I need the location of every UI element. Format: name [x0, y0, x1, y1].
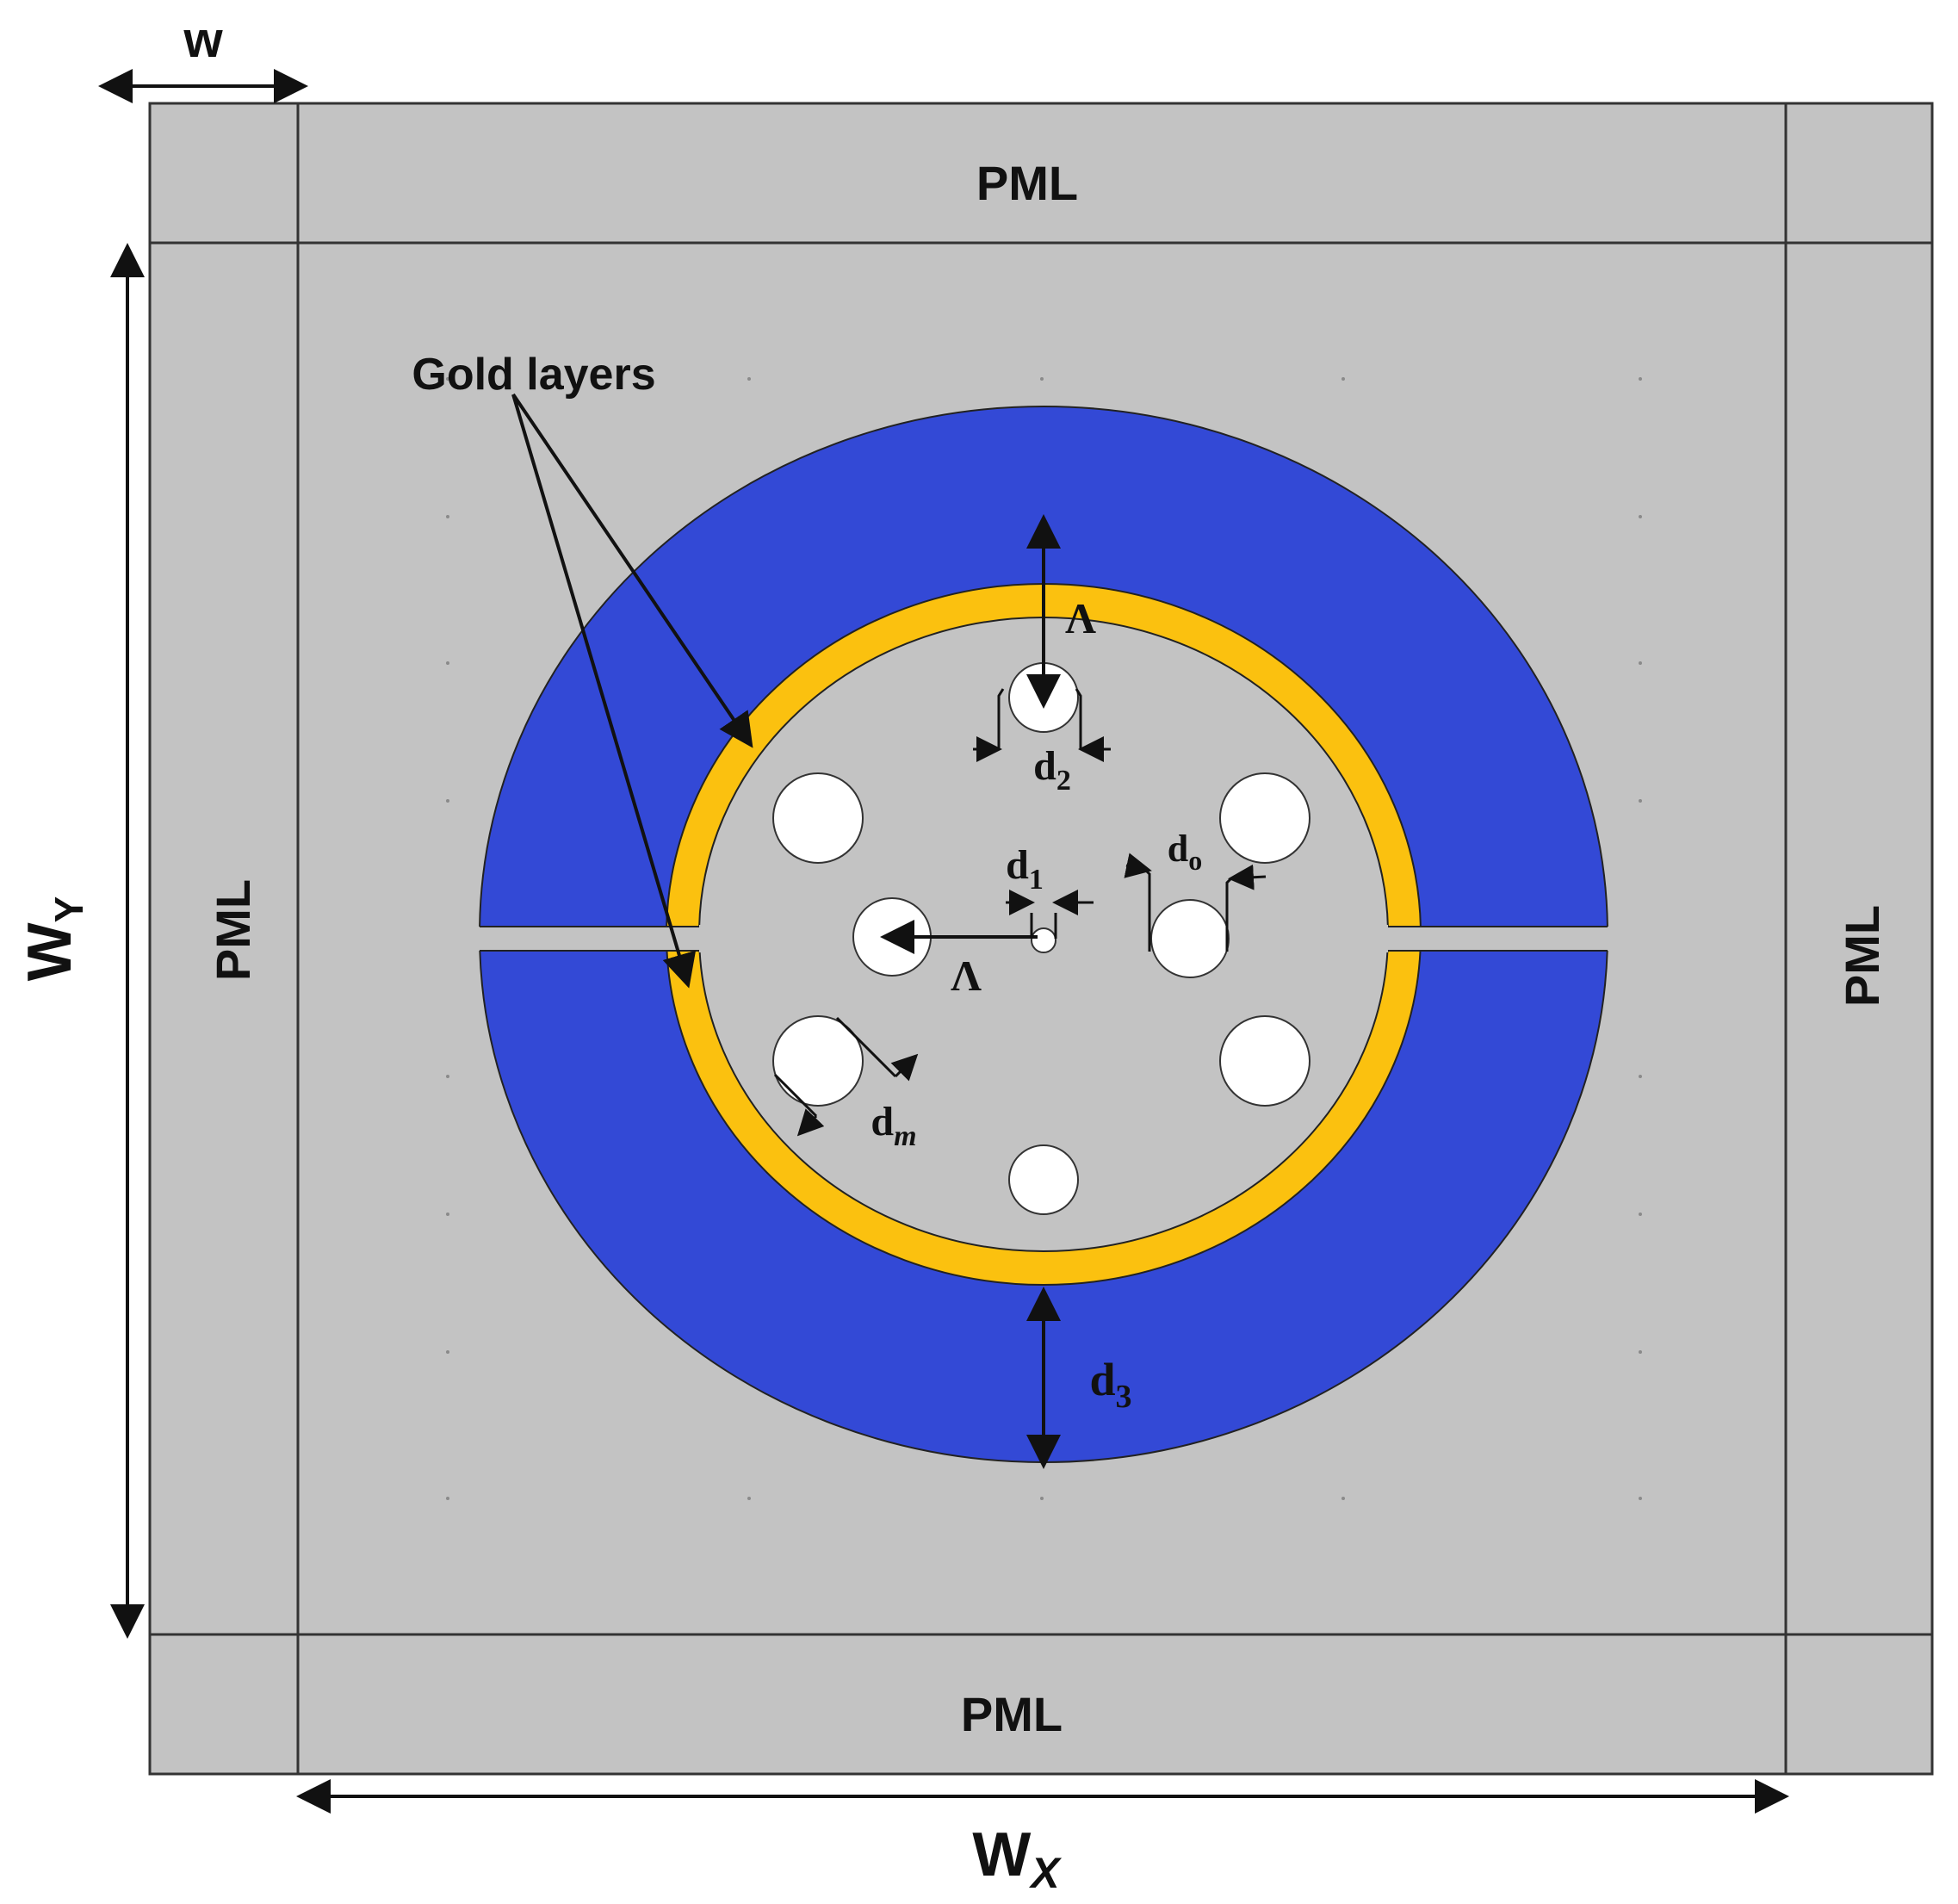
d1-sub: 1: [1029, 864, 1044, 896]
dm-bracket: [773, 1016, 919, 1137]
air-hole-upper-right: [1219, 772, 1310, 864]
d3-label: d3: [1089, 1354, 1131, 1415]
do-main: d: [1168, 828, 1188, 870]
air-hole-center: [1031, 927, 1056, 953]
lambda-top-label: Λ: [1065, 594, 1096, 642]
d2-main: d: [1033, 743, 1056, 789]
do-sub: o: [1188, 845, 1202, 876]
do-bracket: [1124, 853, 1267, 952]
pml-top-label: PML: [976, 156, 1078, 210]
wy-sub: Y: [46, 896, 91, 923]
dm-label: dm: [871, 1099, 916, 1152]
d2-bracket: [973, 688, 1111, 762]
dimension-arrows: [98, 69, 1789, 1814]
wy-label: WY: [15, 896, 91, 982]
wx-label: WX: [972, 1820, 1062, 1897]
wx-main: W: [972, 1820, 1031, 1889]
inner-cladding-lower: [698, 951, 1389, 1252]
d3-main: d: [1089, 1354, 1115, 1405]
d1-bracket: [1006, 890, 1094, 939]
pml-bottom-label: PML: [961, 1687, 1063, 1741]
d3-sub: 3: [1116, 1379, 1132, 1415]
d1-label: d1: [1006, 842, 1044, 896]
wx-sub: X: [1028, 1849, 1062, 1897]
wy-main: W: [15, 922, 84, 981]
gold-layers-label: Gold layers: [412, 350, 655, 400]
pml-boundaries: [150, 103, 1932, 1774]
gold-layers-pointers: [511, 393, 753, 989]
do-label: do: [1168, 828, 1202, 876]
svg-text:WY: WY: [15, 896, 91, 982]
mesh-dots: [446, 377, 1642, 1500]
air-hole-upper-left: [772, 772, 864, 864]
dm-main: d: [871, 1099, 894, 1144]
d1-main: d: [1006, 842, 1029, 888]
air-hole-lower-right: [1219, 1015, 1310, 1107]
d2-sub: 2: [1056, 765, 1071, 797]
air-hole-bottom: [1008, 1144, 1079, 1215]
pml-right-label: PML: [1835, 905, 1889, 1007]
air-hole-lower-left: [772, 1015, 864, 1107]
lambda-center-label: Λ: [951, 952, 982, 1000]
dm-sub: m: [894, 1120, 916, 1152]
air-hole-center-right: [1150, 899, 1230, 978]
w-label: w: [183, 12, 223, 68]
d2-label: d2: [1033, 743, 1071, 797]
pml-left-label: PML: [206, 879, 260, 981]
